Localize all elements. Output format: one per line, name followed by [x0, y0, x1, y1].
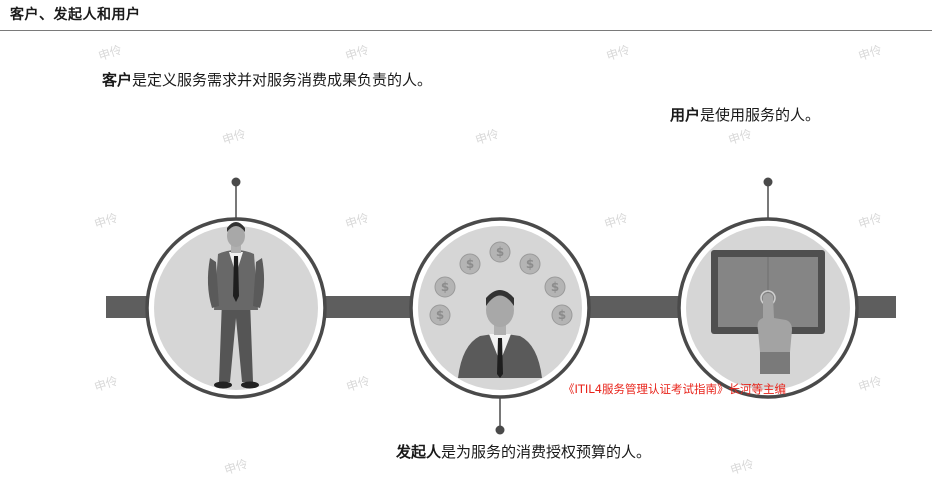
source-credit: 《ITIL4服务管理认证考试指南》长河等主编: [563, 382, 787, 396]
customer-circle: [145, 217, 327, 399]
svg-text:$: $: [466, 257, 474, 271]
customer-desc: 是定义服务需求并对服务消费成果负责的人。: [132, 71, 433, 89]
user-description: 用户是使用服务的人。: [670, 105, 910, 126]
customer-term: 客户: [102, 71, 133, 89]
title-divider: [0, 30, 932, 31]
sponsor-circle: $ $ $ $ $ $ $: [409, 217, 591, 399]
svg-text:$: $: [441, 280, 449, 294]
page-title: 客户、发起人和用户: [10, 7, 141, 23]
sponsor-term: 发起人: [396, 443, 442, 461]
svg-text:$: $: [526, 257, 534, 271]
sponsor-description: 发起人是为服务的消费授权预算的人。: [396, 442, 656, 463]
businessman-icon: [207, 222, 265, 389]
svg-text:$: $: [558, 308, 566, 322]
user-desc: 是使用服务的人。: [700, 106, 821, 124]
user-circle: [677, 217, 859, 399]
sponsor-person-icon: [458, 290, 542, 378]
coin-icon: $ $ $ $ $ $ $: [429, 241, 573, 326]
svg-text:$: $: [496, 245, 504, 259]
customer-description: 客户是定义服务需求并对服务消费成果负责的人。: [102, 70, 447, 91]
sponsor-desc: 是为服务的消费授权预算的人。: [441, 443, 652, 461]
user-term: 用户: [670, 106, 701, 124]
svg-text:$: $: [551, 280, 559, 294]
tablet-touch-icon: [711, 250, 825, 374]
svg-text:$: $: [436, 308, 444, 322]
